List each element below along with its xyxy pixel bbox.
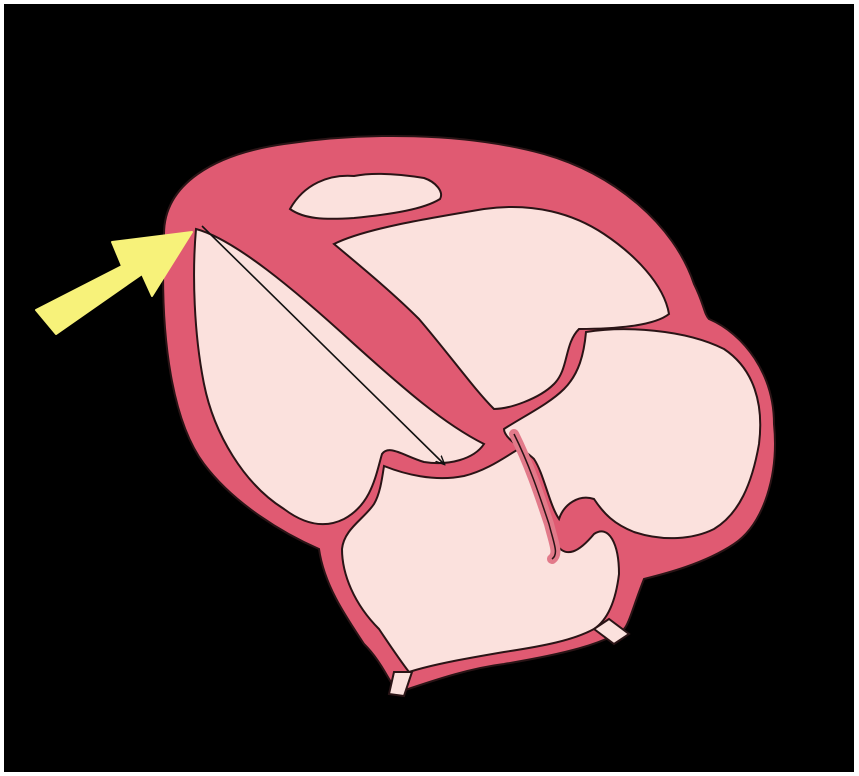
pulmonary-vein-left [389,672,412,696]
heart-diagram [4,4,854,772]
diagram-frame [4,4,854,772]
